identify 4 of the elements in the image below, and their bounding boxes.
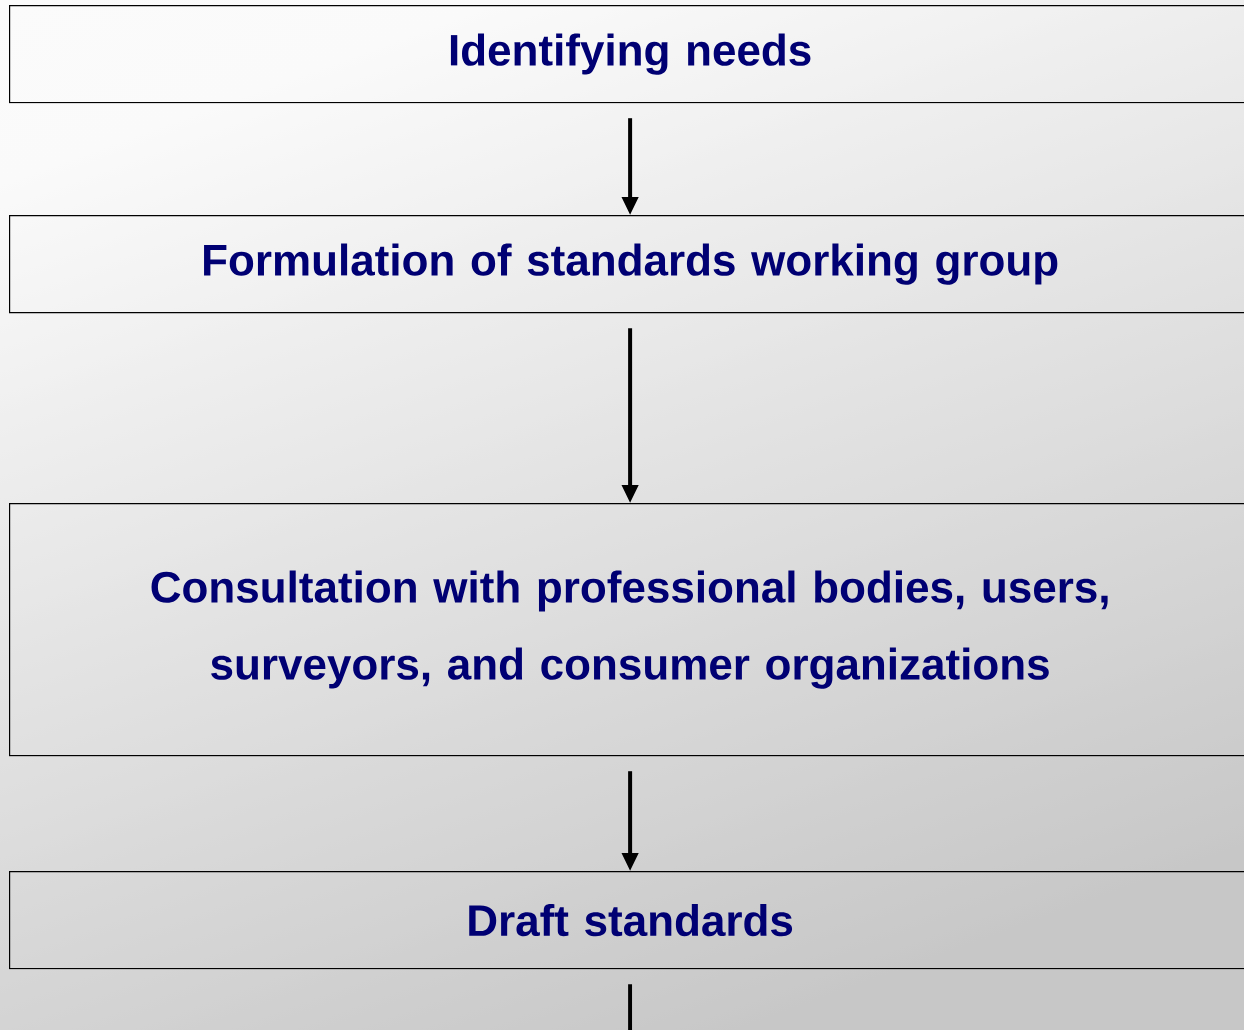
process-box: Draft standards (9, 871, 1244, 970)
process-box: Formulation of standards working group (9, 215, 1244, 314)
process-box: Identifying needs (9, 5, 1244, 104)
process-box: Consultation with professional bodies, users, surveyors, and consumer organizations (9, 503, 1244, 757)
